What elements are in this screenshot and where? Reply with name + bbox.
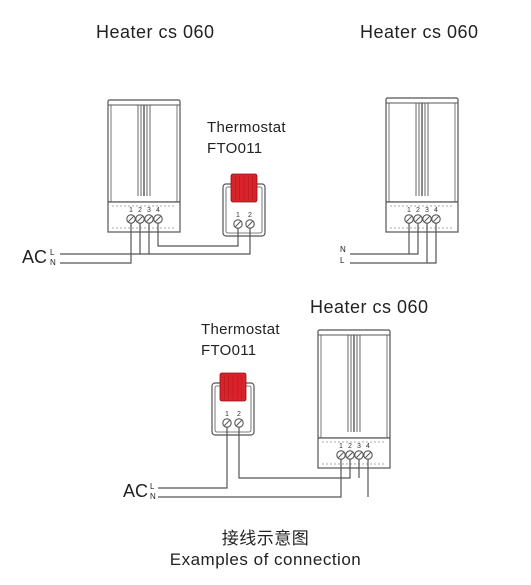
heater-terminal-number: 3 xyxy=(147,207,151,214)
thermostat-terminal-number: 1 xyxy=(225,411,229,418)
caption-english: Examples of connection xyxy=(169,550,362,569)
thermostat-top-label: Thermostat xyxy=(207,119,286,136)
heater-terminal-slot xyxy=(365,452,371,458)
heater-terminal-number: 2 xyxy=(348,443,352,450)
wire-heater-to-thermostat xyxy=(157,223,239,247)
thermostat-terminal-slot xyxy=(247,221,253,227)
thermostat-bottom-label: Thermostat xyxy=(201,321,280,338)
heater-right-title: Heater cs 060 xyxy=(360,22,479,42)
wire-bottom-thermo-to-heater xyxy=(238,427,351,479)
thermostat-terminal-number: 2 xyxy=(248,212,252,219)
ac-bottom-N: N xyxy=(150,492,156,501)
wire-bottom-L xyxy=(158,427,228,489)
heater-terminal-slot xyxy=(146,216,152,222)
wire-right-L xyxy=(350,223,437,264)
heater-terminal-number: 2 xyxy=(138,207,142,214)
ac-top-L: L xyxy=(50,248,55,257)
ac-bottom-L: L xyxy=(150,482,155,491)
heater-bottom-title: Heater cs 060 xyxy=(310,297,429,317)
heater-terminal-number: 2 xyxy=(416,207,420,214)
heater-terminal-slot xyxy=(406,216,412,222)
heater-terminal-slot xyxy=(347,452,353,458)
heater-terminal-slot xyxy=(128,216,134,222)
heater-terminal-number: 1 xyxy=(129,207,133,214)
heater-terminal-number: 4 xyxy=(366,443,370,450)
heater-left-title: Heater cs 060 xyxy=(96,22,215,42)
thermostat-bottom-model: FTO011 xyxy=(201,342,257,359)
heater-terminal-number: 1 xyxy=(339,443,343,450)
heater-terminal-slot xyxy=(356,452,362,458)
caption-chinese: 接线示意图 xyxy=(221,529,310,548)
heater-terminal-slot xyxy=(338,452,344,458)
thermostat-terminal-number: 1 xyxy=(236,212,240,219)
heater-terminal-number: 1 xyxy=(407,207,411,214)
ac-label-top: AC xyxy=(22,247,48,267)
right-L-label: L xyxy=(340,256,345,265)
heater-terminal-slot xyxy=(155,216,161,222)
heater-terminal-slot xyxy=(433,216,439,222)
heater-terminal-block xyxy=(385,201,459,233)
heater-terminal-slot xyxy=(424,216,430,222)
ac-top-N: N xyxy=(50,258,56,267)
wire-thermostat-return xyxy=(140,228,251,255)
right-N-label: N xyxy=(340,245,346,254)
thermostat-terminal-slot xyxy=(235,221,241,227)
heater-terminal-number: 3 xyxy=(357,443,361,450)
thermostat-terminal-slot xyxy=(236,420,242,426)
heater-terminal-number: 4 xyxy=(156,207,160,214)
heater-terminal-number: 4 xyxy=(434,207,438,214)
wire-right-N xyxy=(350,223,419,255)
heater-terminal-slot xyxy=(415,216,421,222)
thermostat-top-model: FTO011 xyxy=(207,140,263,157)
wire-bottom-N xyxy=(158,459,342,498)
ac-label-bottom: AC xyxy=(123,481,149,501)
thermostat-terminal-number: 2 xyxy=(237,411,241,418)
heater-terminal-number: 3 xyxy=(425,207,429,214)
thermostat-terminal-slot xyxy=(224,420,230,426)
heater-terminal-slot xyxy=(137,216,143,222)
wire-top-N xyxy=(60,223,132,264)
